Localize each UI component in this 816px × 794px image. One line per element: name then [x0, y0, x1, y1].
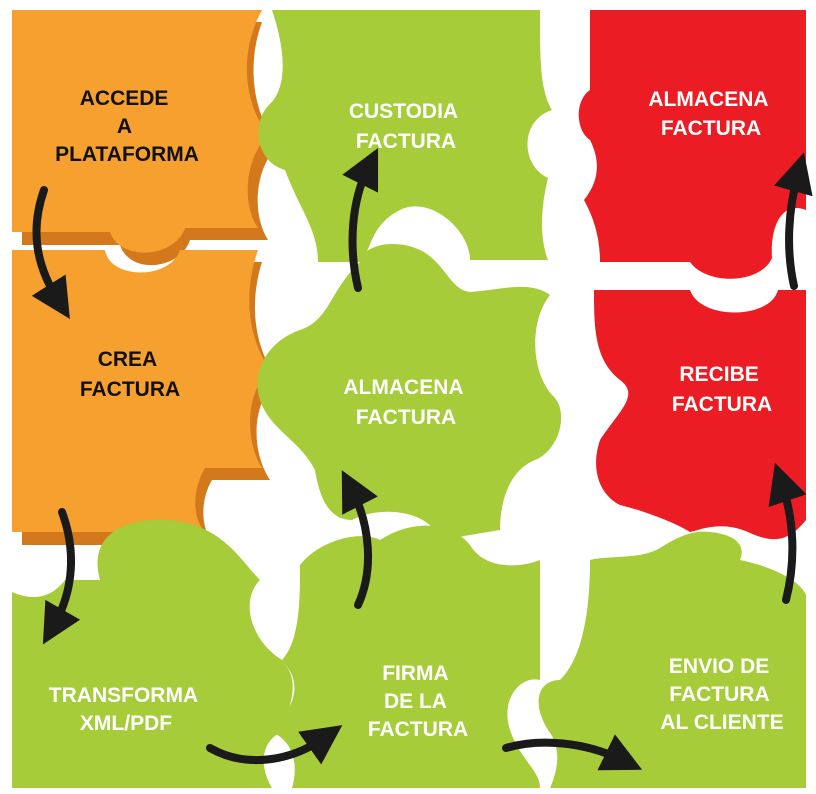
label-firma-line2: DE LA [384, 690, 447, 713]
label-envio-line1: ENVIO DE [669, 655, 769, 678]
label-envio-line2: FACTURA [669, 683, 769, 706]
arrow-firma-to-almacena [341, 470, 378, 609]
label-almacena-center-line2: FACTURA [356, 406, 456, 429]
label-accede-line1: ACCEDE [80, 87, 169, 110]
label-almacena-center-line1: ALMACENA [343, 376, 463, 399]
label-transforma-line2: XML/PDF [80, 712, 172, 735]
label-firma-line3: FACTURA [368, 718, 468, 741]
label-recibe: RECIBE FACTURA [672, 363, 772, 416]
label-firma: FIRMA DE LA FACTURA [368, 662, 468, 741]
label-accede-line3: PLATAFORMA [55, 143, 199, 166]
label-envio-line3: AL CLIENTE [660, 711, 783, 734]
label-envio: ENVIO DE FACTURA AL CLIENTE [660, 655, 783, 734]
piece-almacena-center [257, 243, 562, 540]
arrow-firma-to-envio [502, 734, 643, 771]
label-transforma-line1: TRANSFORMA [49, 684, 198, 707]
piece-almacena-top [578, 10, 806, 279]
piece-envio [538, 531, 806, 788]
label-almacena-top-line1: ALMACENA [648, 88, 768, 111]
arrow-envio-to-recibe [768, 462, 807, 604]
label-almacena-center: ALMACENA FACTURA [343, 376, 468, 429]
piece-firma [272, 525, 540, 788]
label-crea-line2: FACTURA [80, 378, 180, 401]
label-transforma: TRANSFORMA XML/PDF [49, 684, 203, 735]
label-almacena-top: ALMACENA FACTURA [648, 88, 773, 140]
label-accede: ACCEDE A PLATAFORMA [55, 87, 199, 166]
piece-accede-plataforma [12, 10, 278, 266]
label-custodia-line1: CUSTODIA [349, 100, 458, 123]
label-firma-line1: FIRMA [382, 662, 448, 685]
label-recibe-line2: FACTURA [672, 393, 772, 416]
piece-transforma [12, 520, 293, 788]
arrow-recibe-to-almacena [774, 152, 813, 290]
arrow-accede-to-crea [31, 186, 70, 319]
arrow-transforma-to-firma [206, 725, 343, 765]
label-recibe-line1: RECIBE [679, 363, 758, 386]
piece-recibe [594, 290, 806, 540]
label-accede-line2: A [117, 115, 132, 138]
label-almacena-top-line2: FACTURA [661, 117, 761, 140]
label-custodia: CUSTODIA FACTURA [349, 100, 463, 153]
label-crea: CREA FACTURA [80, 348, 180, 401]
piece-custodia [258, 10, 552, 262]
label-custodia-line2: FACTURA [356, 130, 456, 153]
arrow-crea-to-transforma [42, 508, 81, 645]
piece-crea-factura [12, 250, 278, 545]
label-crea-line1: CREA [98, 348, 157, 371]
arrow-almacena-to-custodia [342, 147, 379, 292]
